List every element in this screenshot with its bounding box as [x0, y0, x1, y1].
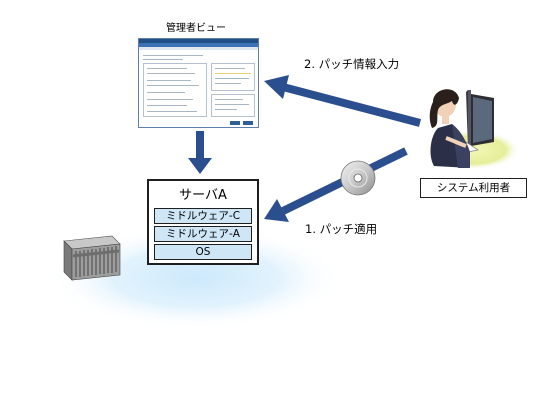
- admin-window-text-line: [143, 55, 203, 56]
- server-a-box: サーバA ミドルウェア-C ミドルウェア-A OS: [147, 179, 259, 265]
- admin-view-window: [138, 38, 259, 128]
- step2-label: 2. パッチ情報入力: [304, 57, 400, 71]
- step1-label: 1. パッチ適用: [305, 222, 378, 236]
- admin-window-toolbar: [139, 47, 258, 50]
- admin-window-text-line: [143, 59, 183, 60]
- admin-window-button: [243, 121, 253, 125]
- person-at-computer-icon: [424, 89, 520, 170]
- layer-os: OS: [154, 244, 252, 260]
- server-title: サーバA: [179, 188, 227, 203]
- blade-server-icon: [63, 235, 121, 281]
- arrow-admin-to-server: [188, 131, 212, 174]
- admin-window-titlebar: [139, 39, 258, 43]
- admin-window-button: [230, 121, 240, 125]
- admin-window-left-panel: [143, 63, 207, 117]
- admin-window-tabbar: [139, 43, 258, 47]
- admin-window-detail-panel: [211, 94, 255, 117]
- platform-glow: [46, 226, 346, 330]
- arrow-step1: [264, 147, 408, 222]
- arrow-step2: [264, 75, 422, 127]
- cd-disc-icon: [340, 160, 376, 196]
- system-user-label: システム利用者: [420, 178, 527, 198]
- layer-middleware-c: ミドルウェア-C: [154, 208, 252, 224]
- admin-window-right-panel: [211, 63, 255, 91]
- admin-view-label: 管理者ビュー: [166, 23, 226, 34]
- layer-middleware-a: ミドルウェア-A: [154, 226, 252, 242]
